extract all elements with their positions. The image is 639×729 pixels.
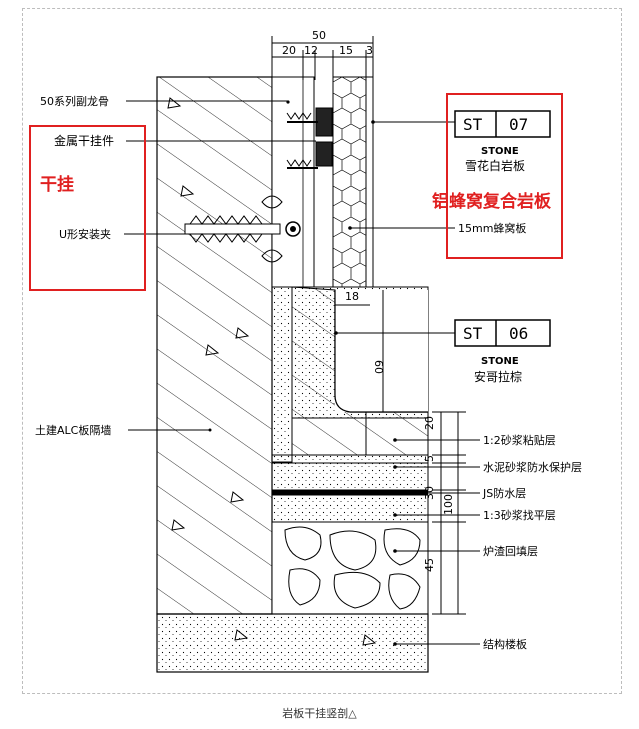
- top-dimensions: 50 20 12 15 3: [271, 29, 374, 80]
- dim-layer-100: 100: [442, 494, 455, 515]
- dim-18: 18: [345, 290, 359, 303]
- label-alc-wall: 土建ALC板隔墙: [35, 423, 111, 437]
- tag-st06-sub: STONE: [481, 356, 519, 367]
- alc-wall: [156, 76, 273, 615]
- right-labels: 15mm蜂窝板 1:2砂浆粘贴层 水泥砂浆防水保护层 JS防水层 1:3砂浆找平…: [334, 120, 582, 651]
- tag-st06: ST 06 STONE 安哥拉棕: [454, 319, 551, 384]
- metal-hangers: [286, 107, 333, 169]
- tag-st06-number: 06: [509, 324, 528, 343]
- label-js-waterproof: JS防水层: [482, 486, 526, 500]
- label-u-clip: U形安装夹: [59, 227, 111, 241]
- dim-20: 20: [282, 44, 296, 57]
- dim-12: 12: [304, 44, 318, 57]
- dim-total-50: 50: [312, 29, 326, 42]
- dim-3: 3: [366, 44, 373, 57]
- tag-st07-number: 07: [509, 115, 528, 134]
- label-slab: 结构楼板: [483, 637, 527, 651]
- dim-60: 60: [372, 360, 385, 374]
- upper-keel-zone: [271, 76, 315, 288]
- tag-st07-desc: 雪花白岩板: [465, 158, 525, 173]
- callout-left-text: 干挂: [40, 174, 74, 195]
- stone-skirting: [291, 286, 429, 456]
- dim-layer-5: 5: [423, 455, 436, 462]
- tag-st07-sub: STONE: [481, 146, 519, 157]
- floor-layers: [271, 454, 429, 615]
- structural-slab: [156, 613, 429, 673]
- red-callouts: 干挂 铝蜂窝复合岩板: [29, 93, 563, 291]
- tag-st07: ST 07 STONE 雪花白岩板: [454, 110, 551, 173]
- label-slag-fill: 炉渣回填层: [483, 544, 538, 558]
- tag-st06-desc: 安哥拉棕: [474, 369, 522, 384]
- dim-layer-45: 45: [423, 558, 436, 572]
- figure-caption: 岩板干挂竖剖△: [282, 707, 357, 720]
- layer-dimensions: 20 5 30 100 45: [423, 411, 466, 615]
- tag-st06-code: ST: [463, 324, 483, 343]
- label-mortar-13: 1:3砂浆找平层: [483, 508, 556, 522]
- honeycomb-panel: [332, 76, 374, 288]
- label-mortar-12: 1:2砂浆粘贴层: [483, 433, 556, 447]
- label-keel: 50系列副龙骨: [40, 94, 109, 108]
- left-labels: 50系列副龙骨 金属干挂件 U形安装夹 土建ALC板隔墙: [35, 94, 316, 437]
- label-hanger: 金属干挂件: [54, 133, 114, 148]
- dim-layer-20: 20: [423, 416, 436, 430]
- label-honeycomb: 15mm蜂窝板: [458, 221, 526, 235]
- dim-15: 15: [339, 44, 353, 57]
- u-clip-anchor: [184, 195, 301, 263]
- mortar-column: [271, 286, 293, 463]
- tag-st07-code: ST: [463, 115, 483, 134]
- label-cement-protect: 水泥砂浆防水保护层: [483, 460, 582, 474]
- callout-right-text: 铝蜂窝复合岩板: [432, 191, 552, 212]
- drawing-frame: [22, 8, 622, 694]
- recess-dimensions: 18 60: [335, 290, 385, 412]
